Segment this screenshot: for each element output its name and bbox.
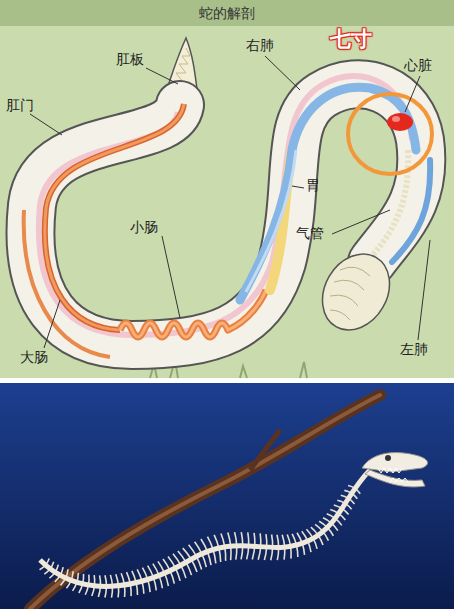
- part-label: 小肠: [130, 220, 158, 235]
- part-label: 心脏: [404, 58, 432, 73]
- part-label: 肛门: [6, 98, 34, 113]
- part-label: 大肠: [20, 350, 48, 365]
- part-label: 胃: [306, 178, 320, 193]
- part-label: 左肺: [400, 342, 428, 357]
- diagram-title: 蛇的解剖: [0, 0, 454, 26]
- part-label: 肛板: [116, 52, 144, 67]
- part-label: 右肺: [246, 38, 274, 53]
- part-label: 气管: [296, 226, 324, 241]
- highlight-label: 七寸: [330, 28, 372, 51]
